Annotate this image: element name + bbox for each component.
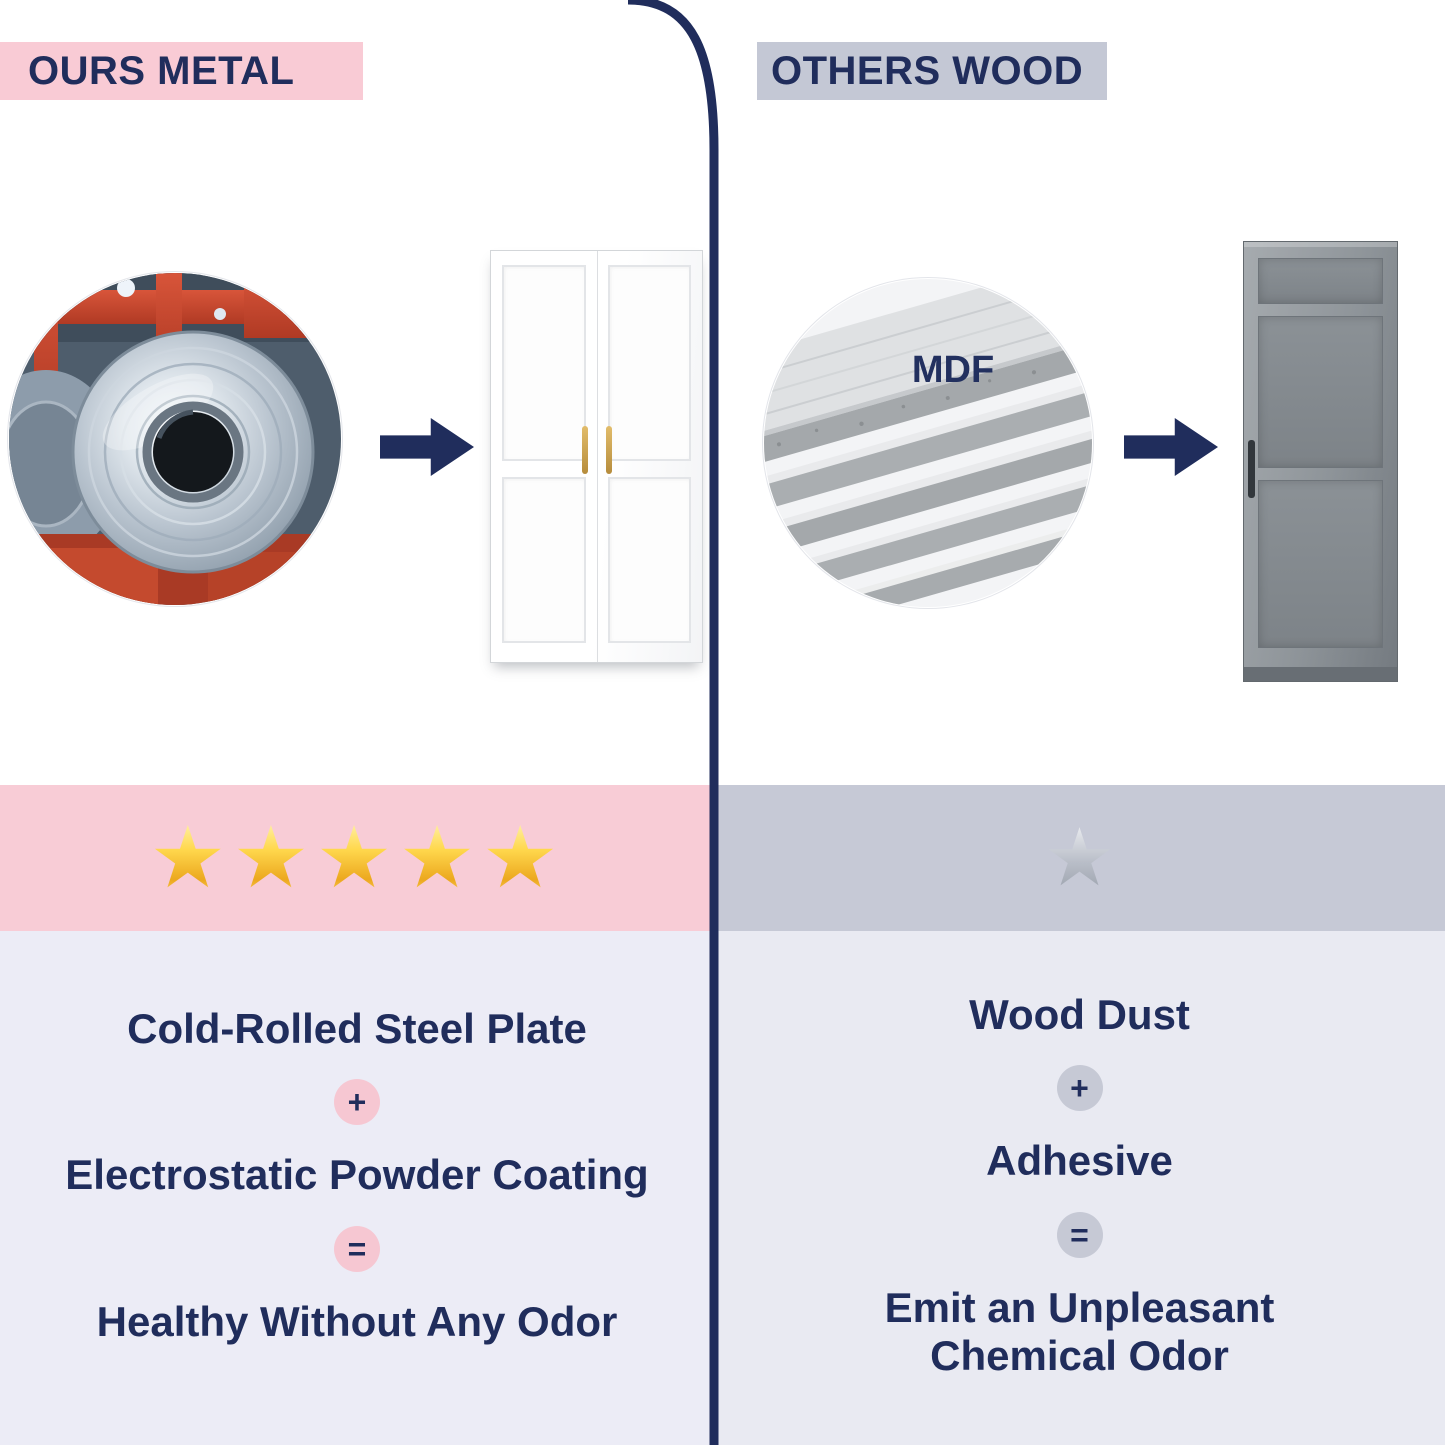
left-summary-panel: Cold-Rolled Steel Plate + Electrostatic …	[0, 931, 714, 1445]
mdf-board-illustration: MDF	[764, 279, 1092, 607]
right-header: OTHERS WOOD	[757, 42, 1107, 100]
gold-handle	[581, 426, 588, 474]
door-panel	[1258, 316, 1383, 468]
arrow-right-icon	[1124, 418, 1218, 476]
right-summary-panel: Wood Dust + Adhesive = Emit an Unpleasan…	[714, 931, 1445, 1445]
left-header: OURS METAL	[0, 42, 363, 100]
plus-icon: +	[1056, 1065, 1103, 1112]
one-star-rating-icon: ★	[1043, 813, 1116, 902]
left-star-band: ★★★★★	[0, 785, 714, 931]
door-panel	[1258, 258, 1383, 304]
cabinet-top-edge	[1244, 242, 1397, 247]
left-result-text: Healthy Without Any Odor	[96, 1297, 618, 1345]
door-panel	[502, 265, 586, 461]
dark-handle	[1248, 440, 1255, 498]
five-star-rating-icons: ★★★★★	[149, 810, 565, 906]
mdf-board-photo: MDF	[763, 278, 1093, 608]
cabinet-base	[1244, 667, 1397, 681]
cabinet-right-door	[597, 251, 703, 662]
plus-icon: +	[334, 1079, 380, 1126]
grey-wood-cabinet-photo	[1243, 241, 1398, 682]
left-material-text: Cold-Rolled Steel Plate	[127, 1005, 587, 1052]
mdf-label: MDF	[912, 349, 994, 391]
steel-coil-illustration	[9, 273, 341, 605]
equals-icon: =	[1056, 1211, 1103, 1258]
gold-handle	[605, 426, 612, 474]
door-panel	[607, 477, 691, 643]
right-result-text: Emit an Unpleasant Chemical Odor	[884, 1283, 1275, 1379]
door-panel	[1258, 480, 1383, 648]
equals-icon: =	[334, 1225, 380, 1272]
left-process-text: Electrostatic Powder Coating	[65, 1151, 649, 1199]
door-panel	[502, 477, 586, 643]
right-process-text: Adhesive	[986, 1137, 1173, 1185]
steel-coil-photo	[8, 272, 342, 606]
cabinet-left-door	[491, 251, 598, 662]
white-metal-cabinet-photo	[490, 250, 703, 663]
arrow-right-icon	[380, 418, 474, 476]
door-panel	[607, 265, 691, 461]
right-material-text: Wood Dust	[969, 991, 1190, 1038]
right-star-band: ★	[714, 785, 1445, 931]
